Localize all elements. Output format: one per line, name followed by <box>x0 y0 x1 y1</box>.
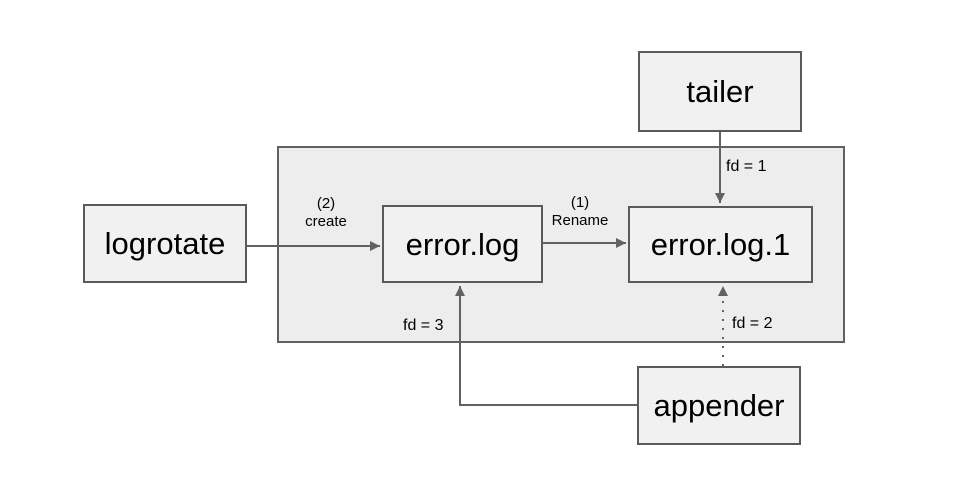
node-error-log-1: error.log.1 <box>628 206 813 283</box>
node-error-log: error.log <box>382 205 543 283</box>
node-logrotate-label: logrotate <box>104 226 226 261</box>
node-tailer-label: tailer <box>686 74 754 109</box>
node-appender-label: appender <box>653 388 785 423</box>
rename-step-number: (1) <box>570 194 590 211</box>
rename-edge-label: (1) Rename <box>530 194 630 230</box>
node-error-log-1-label: error.log.1 <box>650 227 791 262</box>
node-appender: appender <box>637 366 801 445</box>
fd2-label: fd = 2 <box>732 315 773 332</box>
create-step-number: (2) <box>316 195 336 212</box>
fd1-label: fd = 1 <box>726 158 767 175</box>
fd3-label: fd = 3 <box>403 317 444 334</box>
node-logrotate: logrotate <box>83 204 247 283</box>
rename-action-text: Rename <box>551 212 609 229</box>
node-error-log-label: error.log <box>405 226 520 262</box>
create-edge-label: (2) create <box>276 195 376 231</box>
node-tailer: tailer <box>638 51 802 132</box>
create-action-text: create <box>305 213 347 230</box>
fd3-arrow <box>455 286 637 406</box>
